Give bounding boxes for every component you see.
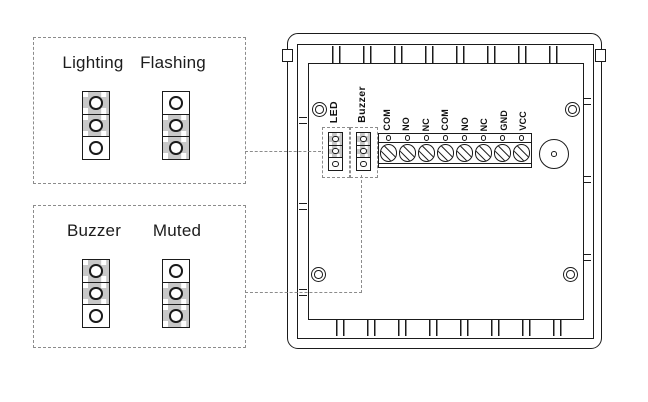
pin-hole-icon (89, 286, 103, 300)
wire-hole-icon (404, 135, 411, 141)
led-jumper-highlight-box (322, 127, 350, 178)
pin-hole-icon (89, 118, 103, 132)
label-lighting: Lighting (62, 53, 124, 72)
circuit-panel (308, 63, 584, 320)
screw-terminal-icon (379, 144, 398, 162)
device-led-jumper (328, 132, 343, 171)
pin-hole-icon (89, 96, 103, 110)
screw-terminal-icon (512, 144, 531, 162)
label-flashing: Flashing (140, 53, 206, 72)
pin-hole-icon (169, 264, 183, 278)
pin-hole-icon (360, 135, 367, 142)
screw-hole (311, 267, 326, 282)
wire-hole-icon (385, 135, 392, 141)
mount-tab-right (595, 49, 606, 62)
pin-hole-icon (169, 118, 183, 132)
terminal-label: NO (401, 117, 412, 131)
terminal-labels: COM NO NC COM NO NC GND VCC (377, 101, 533, 131)
wire-hole-icon (518, 135, 525, 141)
jumper-buzzer-on (82, 259, 110, 328)
terminal-block (378, 133, 532, 168)
screw-hole (312, 102, 327, 117)
screw-terminal-icon (398, 144, 417, 162)
label-buzzer-jumper: Buzzer (356, 86, 368, 123)
screw-terminal-icon (455, 144, 474, 162)
wire-hole-icon (423, 135, 430, 141)
wire-hole-icon (461, 135, 468, 141)
screw-hole (563, 267, 578, 282)
wire-hole-icon (442, 135, 449, 141)
legend-led-settings: Lighting Flashing (33, 37, 246, 184)
callout-line-buzzer-horizontal (245, 292, 362, 293)
terminal-label: NC (420, 117, 431, 131)
pin-hole-icon (169, 141, 183, 155)
pin-hole-icon (332, 135, 339, 142)
wire-hole-icon (499, 135, 506, 141)
jumper-lighting (82, 91, 110, 160)
vent-slots-right (583, 62, 591, 312)
screw-terminal-icon (417, 144, 436, 162)
screw-hole (565, 102, 580, 117)
pin-hole-icon (89, 141, 103, 155)
terminal-label: COM (440, 109, 451, 131)
vent-slots-top (326, 46, 578, 63)
terminal-label: NC (479, 117, 490, 131)
callout-line-buzzer-vertical (361, 175, 362, 293)
vent-slots-left (299, 69, 307, 313)
pin-hole-icon (169, 96, 183, 110)
label-led-jumper: LED (328, 100, 340, 123)
label-buzzer: Buzzer (66, 221, 122, 240)
pin-hole-icon (360, 148, 367, 155)
pin-hole-icon (332, 160, 339, 167)
wire-hole-icon (480, 135, 487, 141)
inner-frame (297, 44, 594, 339)
screw-terminal-icon (493, 144, 512, 162)
jumper-muted (162, 259, 190, 328)
pin-hole-icon (360, 160, 367, 167)
jumper-flashing (162, 91, 190, 160)
terminal-label: COM (381, 109, 392, 131)
pin-hole-icon (169, 309, 183, 323)
buzzer-jumper-highlight-box (350, 127, 378, 178)
mount-tab-left (282, 49, 293, 62)
label-muted: Muted (152, 221, 202, 240)
terminal-label: NO (459, 117, 470, 131)
terminal-label: VCC (518, 111, 529, 131)
pin-hole-icon (89, 264, 103, 278)
device-buzzer-jumper (356, 132, 371, 171)
vent-slots-bottom (326, 319, 578, 336)
device-back-panel: LED Buzzer COM NO NC COM NO NC GND VCC (282, 33, 606, 349)
buzzer-speaker-icon (539, 139, 569, 169)
terminal-label: GND (498, 110, 509, 131)
pin-hole-icon (169, 286, 183, 300)
screw-terminal-icon (436, 144, 455, 162)
callout-line-led (245, 151, 321, 152)
pin-hole-icon (332, 148, 339, 155)
screw-terminal-icon (474, 144, 493, 162)
pin-hole-icon (89, 309, 103, 323)
legend-buzzer-settings: Buzzer Muted (33, 205, 246, 348)
